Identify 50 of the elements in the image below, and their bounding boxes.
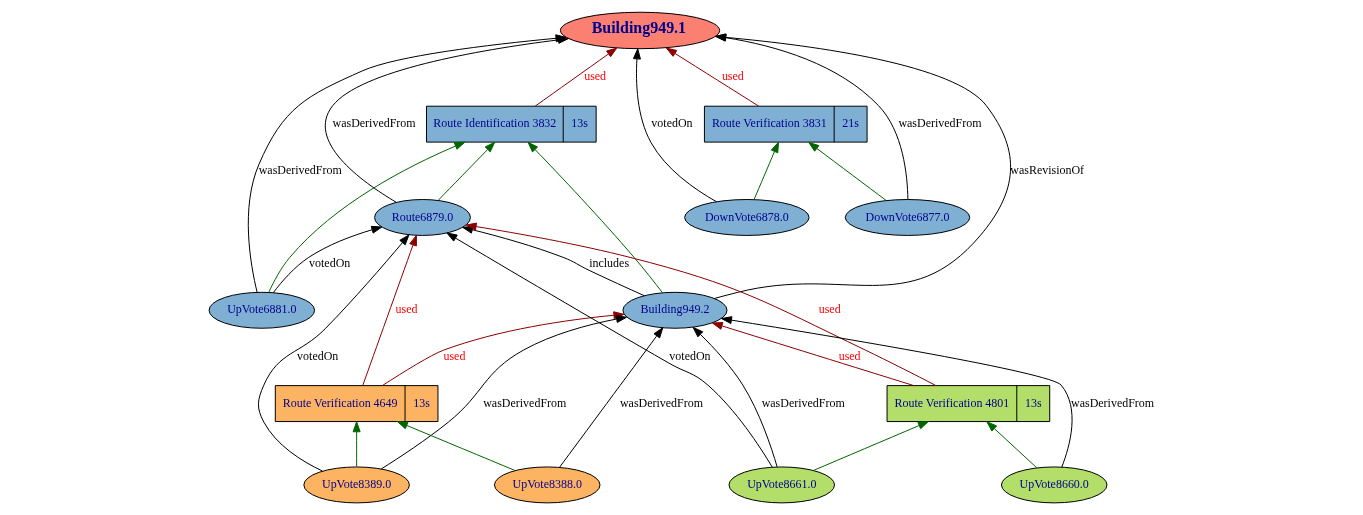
node-ellipse: UpVote8661.0 — [728, 466, 836, 504]
arrow — [352, 421, 361, 468]
arrow — [257, 234, 410, 472]
edge-label: votedOn — [309, 255, 351, 270]
arrow — [714, 33, 1011, 299]
edge-label: used — [838, 348, 861, 363]
node-ellipse: Route6879.0 — [374, 199, 471, 236]
edge-label: used — [395, 302, 418, 317]
node-ellipse: UpVote8388.0 — [493, 466, 601, 504]
arrow — [446, 232, 773, 468]
node-ellipse: DownVote6877.0 — [844, 199, 971, 236]
edge-label: wasDerivedFrom — [332, 116, 416, 131]
arrow — [753, 141, 779, 200]
edge-label: used — [584, 69, 607, 84]
arrow — [527, 141, 663, 294]
edge-label: wasDerivedFrom — [258, 163, 342, 178]
arrow — [721, 316, 1073, 468]
arrow — [711, 322, 915, 386]
node-ellipse: UpVote8660.0 — [1000, 466, 1108, 504]
arrow — [380, 315, 627, 470]
arrow — [808, 141, 887, 202]
arrow — [632, 48, 717, 203]
arrow — [534, 47, 618, 107]
node-ellipse: DownVote6878.0 — [684, 199, 810, 236]
arrow — [362, 234, 417, 387]
node-ellipse: UpVote6881.0 — [208, 291, 316, 329]
edge-label: includes — [589, 255, 630, 270]
edge-label: wasDerivedFrom — [1071, 395, 1155, 410]
arrow — [559, 327, 664, 468]
arrow — [692, 326, 778, 468]
arrow — [465, 222, 937, 386]
arrow — [812, 421, 929, 471]
node-ellipse: UpVote8389.0 — [303, 466, 410, 504]
edge-label: wasDerivedFrom — [483, 395, 567, 410]
edge-label: used — [818, 302, 841, 317]
edge-label: votedOn — [669, 348, 711, 363]
edge-label: wasDerivedFrom — [761, 395, 845, 410]
arrow — [715, 33, 909, 200]
edge-label: wasDerivedFrom — [898, 116, 982, 131]
edge-label: used — [721, 69, 744, 84]
edge-label: votedOn — [297, 348, 339, 363]
arrow — [437, 141, 496, 201]
arrow — [268, 141, 466, 293]
edge-label: votedOn — [651, 116, 693, 131]
arrow — [986, 421, 1038, 469]
arrow — [272, 225, 383, 294]
arrow — [396, 421, 516, 471]
edge-label: wasDerivedFrom — [619, 395, 704, 410]
edge-label: used — [443, 348, 466, 363]
arrow — [666, 47, 760, 107]
